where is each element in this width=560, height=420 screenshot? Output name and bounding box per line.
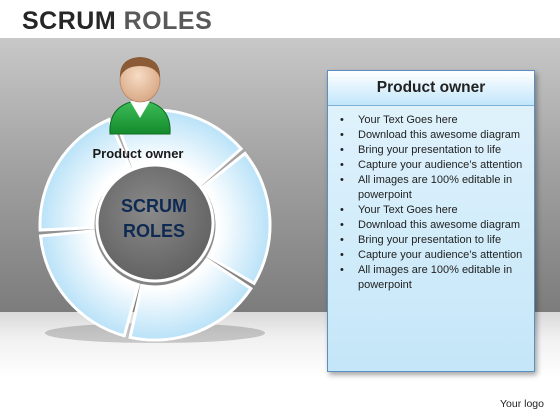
person-icon <box>109 57 171 135</box>
bullet-item: All images are 100% editable in powerpoi… <box>340 173 528 203</box>
info-panel: Product owner Your Text Goes here Downlo… <box>327 70 535 372</box>
bullet-item: Capture your audience’s attention <box>340 158 528 173</box>
center-label-line2: ROLES <box>123 221 185 241</box>
ring-segment <box>201 151 272 286</box>
title-word-roles: ROLES <box>123 7 213 35</box>
ring-segment <box>128 257 253 342</box>
footer-logo-text: Your logo <box>500 398 544 410</box>
bullet-item: Bring your presentation to life <box>340 233 528 248</box>
product-owner-segment-label: Product owner <box>92 146 183 161</box>
bullet-item: Bring your presentation to life <box>340 143 528 158</box>
ring-segment <box>38 229 141 338</box>
bullet-item: Capture your audience’s attention <box>340 248 528 263</box>
info-panel-heading: Product owner <box>328 71 534 106</box>
center-label-line1: SCRUM <box>121 196 187 216</box>
ring-segment <box>38 117 133 232</box>
title-word-scrum: SCRUM <box>22 7 117 35</box>
bullet-item: All images are 100% editable in powerpoi… <box>340 263 528 293</box>
bullet-item: Download this awesome diagram <box>340 128 528 143</box>
slide-title: SCRUM ROLES <box>22 6 212 36</box>
bullet-item: Your Text Goes here <box>340 113 528 128</box>
center-circle <box>95 163 215 283</box>
bullet-item: Download this awesome diagram <box>340 218 528 233</box>
bullet-item: Your Text Goes here <box>340 203 528 218</box>
bullet-list: Your Text Goes here Download this awesom… <box>328 106 534 293</box>
ring-segments <box>38 108 272 342</box>
